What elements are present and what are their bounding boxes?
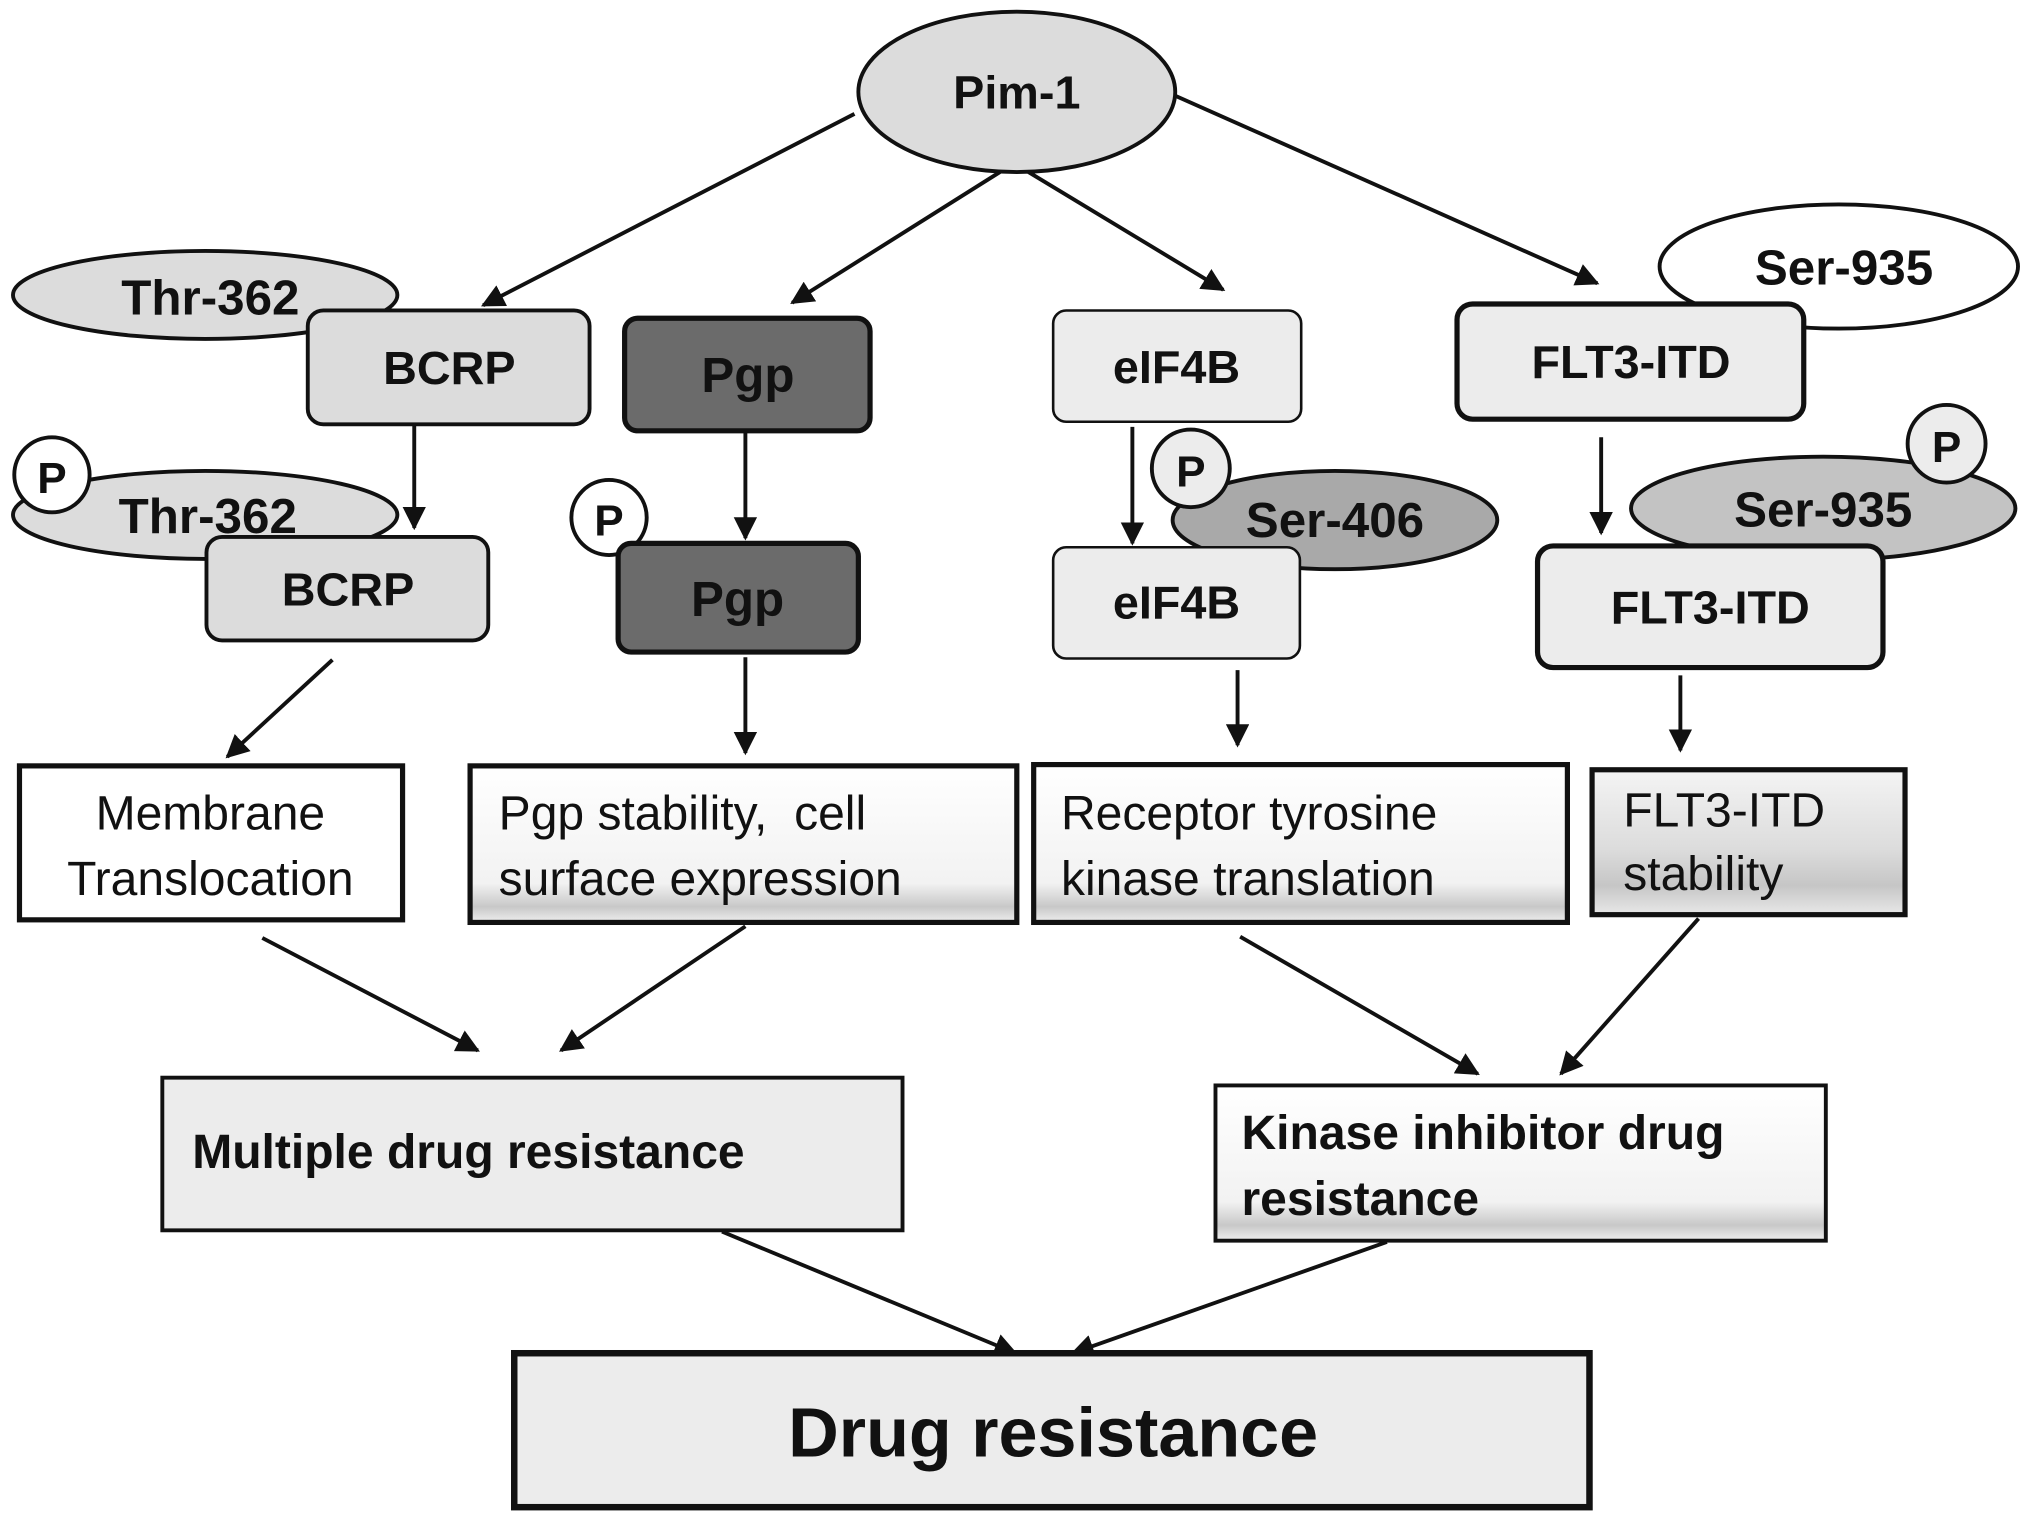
kinase-inhibitor-resistance-box [1213, 1083, 1828, 1243]
phosphate-marker-bcrp: P [37, 454, 66, 503]
phosphate-icon [569, 478, 649, 557]
phospho-pgp-box [615, 540, 861, 655]
membrane-translocation-box [16, 763, 406, 923]
final-drug-resistance: Drug resistance [510, 1349, 1593, 1511]
pim1-label: Pim-1 [953, 67, 1080, 119]
multiple-drug-resistance-box [160, 1075, 905, 1233]
ser935-site-label: Ser-935 [1755, 241, 1933, 296]
phosphate-marker-pgp: P [594, 497, 623, 546]
flt3-label: FLT3-ITD [1532, 336, 1731, 388]
edge-membrane-multiple [261, 936, 480, 1053]
eif4b-label: eIF4B [1113, 341, 1240, 393]
pgp-box [622, 315, 873, 434]
phosphate-marker-eif4b: P [1176, 448, 1205, 497]
branch-bcrp: Thr-362 BCRP Thr-362 P BCRP Membrane Tra… [11, 249, 592, 923]
edge-pim1-flt3 [1174, 93, 1600, 286]
branch-pgp: Pgp P Pgp Pgp stability, cell surface ex… [467, 315, 1020, 926]
phospho-bcrp-label: BCRP [282, 564, 414, 616]
phosphate-icon [12, 435, 92, 515]
drug-resistance-label: Drug resistance [788, 1394, 1318, 1472]
pim1-ellipse [856, 9, 1178, 175]
edge-kinase-final [1070, 1240, 1388, 1358]
phosphate-marker-flt3: P [1932, 423, 1961, 472]
phospho-flt3-box [1534, 543, 1886, 671]
multiple-drug-resistance-label: Multiple drug resistance [192, 1126, 744, 1179]
flt3-stability-line-2: stability [1623, 848, 1783, 901]
kinase-inhibitor-resistance-line-1: Kinase inhibitor drug [1241, 1107, 1724, 1160]
phospho-eif4b-label: eIF4B [1113, 576, 1240, 628]
bcrp-box [305, 308, 592, 427]
edge-rtk-kinase [1239, 934, 1480, 1076]
phospho-pgp-label: Pgp [691, 572, 784, 627]
edge-pim1-pgp [790, 170, 1001, 305]
phosphate-icon [1149, 427, 1232, 510]
rtk-translation-line-2: kinase translation [1061, 853, 1435, 906]
branch-eif4b: eIF4B Ser-406 P eIF4B Receptor tyrosine … [1031, 309, 1570, 926]
pgp-stability-box [467, 763, 1020, 926]
branch-flt3: Ser-935 FLT3-ITD Ser-935 P FLT3-ITD FLT3… [1454, 202, 2020, 918]
rtk-translation-box [1031, 762, 1570, 926]
ser406-site-label: Ser-406 [1246, 493, 1424, 548]
edge-pgpstab-multiple [559, 924, 747, 1053]
pgp-stability-line-2: surface expression [499, 853, 902, 906]
edge-pim1-bcrp [481, 112, 856, 308]
membrane-translocation-line-2: Translocation [67, 853, 354, 906]
ser935-site-ellipse [1657, 202, 2020, 331]
rtk-translation-line-1: Receptor tyrosine [1061, 787, 1437, 840]
drug-resistance-box [510, 1349, 1593, 1511]
edge-bcrp-membrane [225, 658, 334, 759]
thr362-site-ellipse [11, 249, 400, 341]
flt3-stability-box [1589, 767, 1908, 918]
pgp-label: Pgp [701, 348, 794, 403]
outcome-multiple-drug-resistance: Multiple drug resistance [160, 1075, 905, 1233]
outcome-kinase-inhibitor-resistance: Kinase inhibitor drug resistance [1213, 1083, 1828, 1243]
bcrp-label: BCRP [383, 342, 515, 394]
pgp-stability-line-1: Pgp stability, cell [499, 787, 866, 840]
kinase-inhibitor-resistance-line-2: resistance [1241, 1173, 1479, 1226]
ser406-site-ellipse [1170, 468, 1500, 572]
flt3-box [1454, 301, 1807, 422]
membrane-translocation-line-1: Membrane [96, 787, 326, 840]
ser935-phospho-site-label: Ser-935 [1734, 483, 1912, 538]
phosphate-icon [1905, 402, 1988, 485]
edge-multiple-final [721, 1229, 1018, 1356]
edge-pim1-eif4b [1027, 170, 1226, 292]
phospho-bcrp-box [204, 534, 491, 643]
phospho-flt3-label: FLT3-ITD [1611, 582, 1810, 634]
edge-fltstab-kinase [1559, 917, 1701, 1076]
flt3-stability-line-1: FLT3-ITD [1623, 785, 1825, 838]
node-pim1: Pim-1 [856, 9, 1178, 175]
edges [225, 93, 1701, 1358]
phospho-eif4b-box [1051, 545, 1302, 660]
thr362-site-label: Thr-362 [121, 270, 299, 325]
eif4b-box [1051, 309, 1303, 424]
thr362-phospho-site-label: Thr-362 [119, 489, 297, 544]
